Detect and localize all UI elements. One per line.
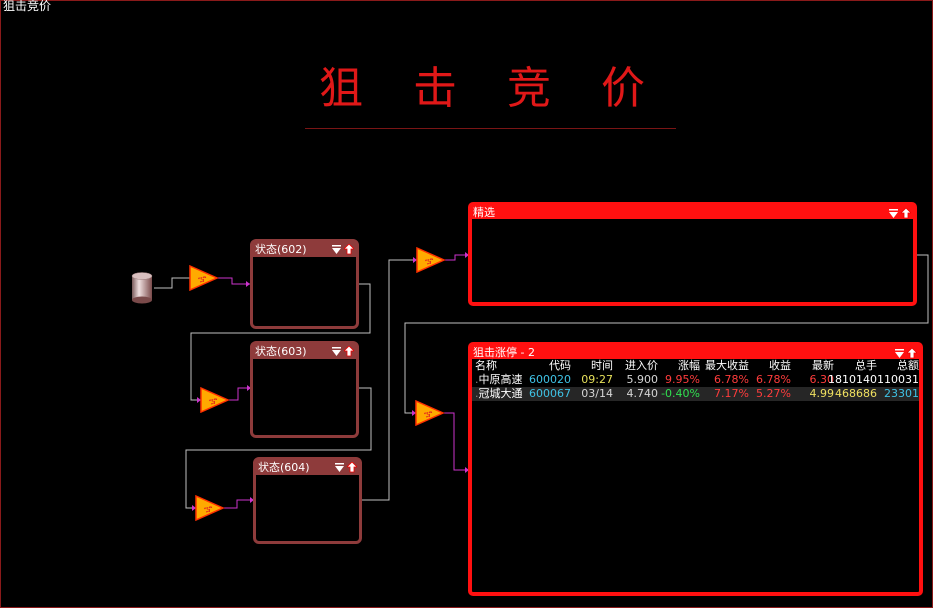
col-header-amount[interactable]: 总额 <box>897 359 919 372</box>
state-603-label: 状态(603) <box>255 345 307 358</box>
col-header-code[interactable]: 代码 <box>549 359 571 372</box>
cell-change: -0.40% <box>661 387 700 400</box>
cell-code: 600067 <box>529 387 571 400</box>
up-arrow-icon[interactable] <box>347 462 357 473</box>
cell-time: 09:27 <box>581 373 613 386</box>
svg-text:ኇ: ኇ <box>425 256 434 267</box>
limit-up-header: 狙击涨停 - 2 <box>472 346 919 359</box>
wire-filter-3-to-state-604 <box>221 499 254 509</box>
cell-gain: 5.27% <box>756 387 791 400</box>
col-header-latest[interactable]: 最新 <box>812 359 834 372</box>
limit-up-label: 狙击涨停 - 2 <box>473 346 535 359</box>
col-header-max-gain[interactable]: 最大收益 <box>705 359 749 372</box>
state-604-panel[interactable]: 状态(604) <box>253 457 362 544</box>
up-arrow-icon[interactable] <box>344 346 354 357</box>
svg-text:ኇ: ኇ <box>424 409 433 420</box>
state-604-label: 状态(604) <box>258 461 310 474</box>
wire-filter-2-to-state-603 <box>226 387 251 401</box>
down-triangle-icon[interactable] <box>889 208 898 219</box>
up-arrow-icon[interactable] <box>901 208 911 219</box>
state-604-header: 状态(604) <box>256 460 359 475</box>
up-arrow-icon[interactable] <box>907 348 917 359</box>
state-602-panel[interactable]: 状态(602) <box>250 239 359 329</box>
table-row[interactable]: .冠城大通 600067 03/14 4.740 -0.40% 7.17% 5.… <box>472 387 919 401</box>
wire-db-to-filter-1 <box>154 277 190 289</box>
col-header-entry[interactable]: 进入价 <box>625 359 658 372</box>
filter-triangle-icon[interactable]: ኇ <box>189 265 219 291</box>
table-header-row: 名称 代码 时间 进入价 涨幅 最大收益 收益 最新 总手 总额 <box>472 359 919 373</box>
cell-max-gain: 7.17% <box>714 387 749 400</box>
cell-name: .中原高速 <box>475 373 523 386</box>
cell-latest: 6.30 <box>809 373 835 386</box>
wire-state-604-to-filter-4 <box>362 259 417 501</box>
cell-max-gain: 6.78% <box>714 373 749 386</box>
state-602-label: 状态(602) <box>255 243 307 256</box>
cell-amount: 110031 <box>877 373 919 386</box>
col-header-time[interactable]: 时间 <box>591 359 613 372</box>
filter-triangle-icon[interactable]: ኇ <box>200 387 230 413</box>
cell-latest: 4.99 <box>809 387 835 400</box>
col-header-volume[interactable]: 总手 <box>855 359 877 372</box>
page-title: 狙 击 竞 价 <box>319 63 663 114</box>
cell-amount: 23301 <box>884 387 919 400</box>
col-header-change[interactable]: 涨幅 <box>678 359 700 372</box>
wire-state-603-to-filter-3 <box>185 387 372 509</box>
state-603-header: 状态(603) <box>253 344 356 359</box>
wire-state-602-to-filter-2 <box>190 283 371 401</box>
cell-entry: 4.740 <box>626 387 659 400</box>
cell-volume: 468686 <box>835 387 877 400</box>
window-title: 狙击竞价 <box>3 0 52 13</box>
cell-change: 9.95% <box>665 373 700 386</box>
cell-name: .冠城大通 <box>475 387 523 400</box>
col-header-gain[interactable]: 收益 <box>769 359 791 372</box>
down-triangle-icon[interactable] <box>895 348 904 359</box>
cell-volume: 1810140 <box>828 373 877 386</box>
table-row[interactable]: .中原高速 600020 09:27 5.900 9.95% 6.78% 6.7… <box>472 373 919 387</box>
cell-gain: 6.78% <box>756 373 791 386</box>
state-603-panel[interactable]: 状态(603) <box>250 341 359 438</box>
selected-header: 精选 <box>472 206 913 219</box>
filter-triangle-icon[interactable]: ኇ <box>415 400 445 426</box>
title-underline <box>305 128 676 129</box>
state-602-header: 状态(602) <box>253 242 356 257</box>
cell-time: 03/14 <box>581 387 613 400</box>
svg-text:ኇ: ኇ <box>209 396 218 407</box>
filter-triangle-icon[interactable]: ኇ <box>195 495 225 521</box>
down-triangle-icon[interactable] <box>332 244 341 255</box>
wire-filter-1-to-state-602 <box>215 277 250 285</box>
down-triangle-icon[interactable] <box>335 462 344 473</box>
svg-text:ኇ: ኇ <box>204 504 213 515</box>
down-triangle-icon[interactable] <box>332 346 341 357</box>
database-cylinder-icon[interactable] <box>131 272 153 304</box>
wire-filter-4-to-selected <box>442 254 469 261</box>
wire-selected-to-filter-5 <box>404 254 929 414</box>
col-header-name[interactable]: 名称 <box>475 359 497 372</box>
limit-up-panel[interactable]: 狙击涨停 - 2 名称 代码 时间 进入价 涨幅 最大收益 收益 最新 总手 总… <box>468 342 923 596</box>
wire-filter-5-to-limit-up <box>441 412 469 471</box>
cell-code: 600020 <box>529 373 571 386</box>
svg-text:ኇ: ኇ <box>198 274 207 285</box>
selected-label: 精选 <box>473 206 495 219</box>
up-arrow-icon[interactable] <box>344 244 354 255</box>
selected-panel[interactable]: 精选 <box>468 202 917 306</box>
filter-triangle-icon[interactable]: ኇ <box>416 247 446 273</box>
cell-entry: 5.900 <box>626 373 659 386</box>
